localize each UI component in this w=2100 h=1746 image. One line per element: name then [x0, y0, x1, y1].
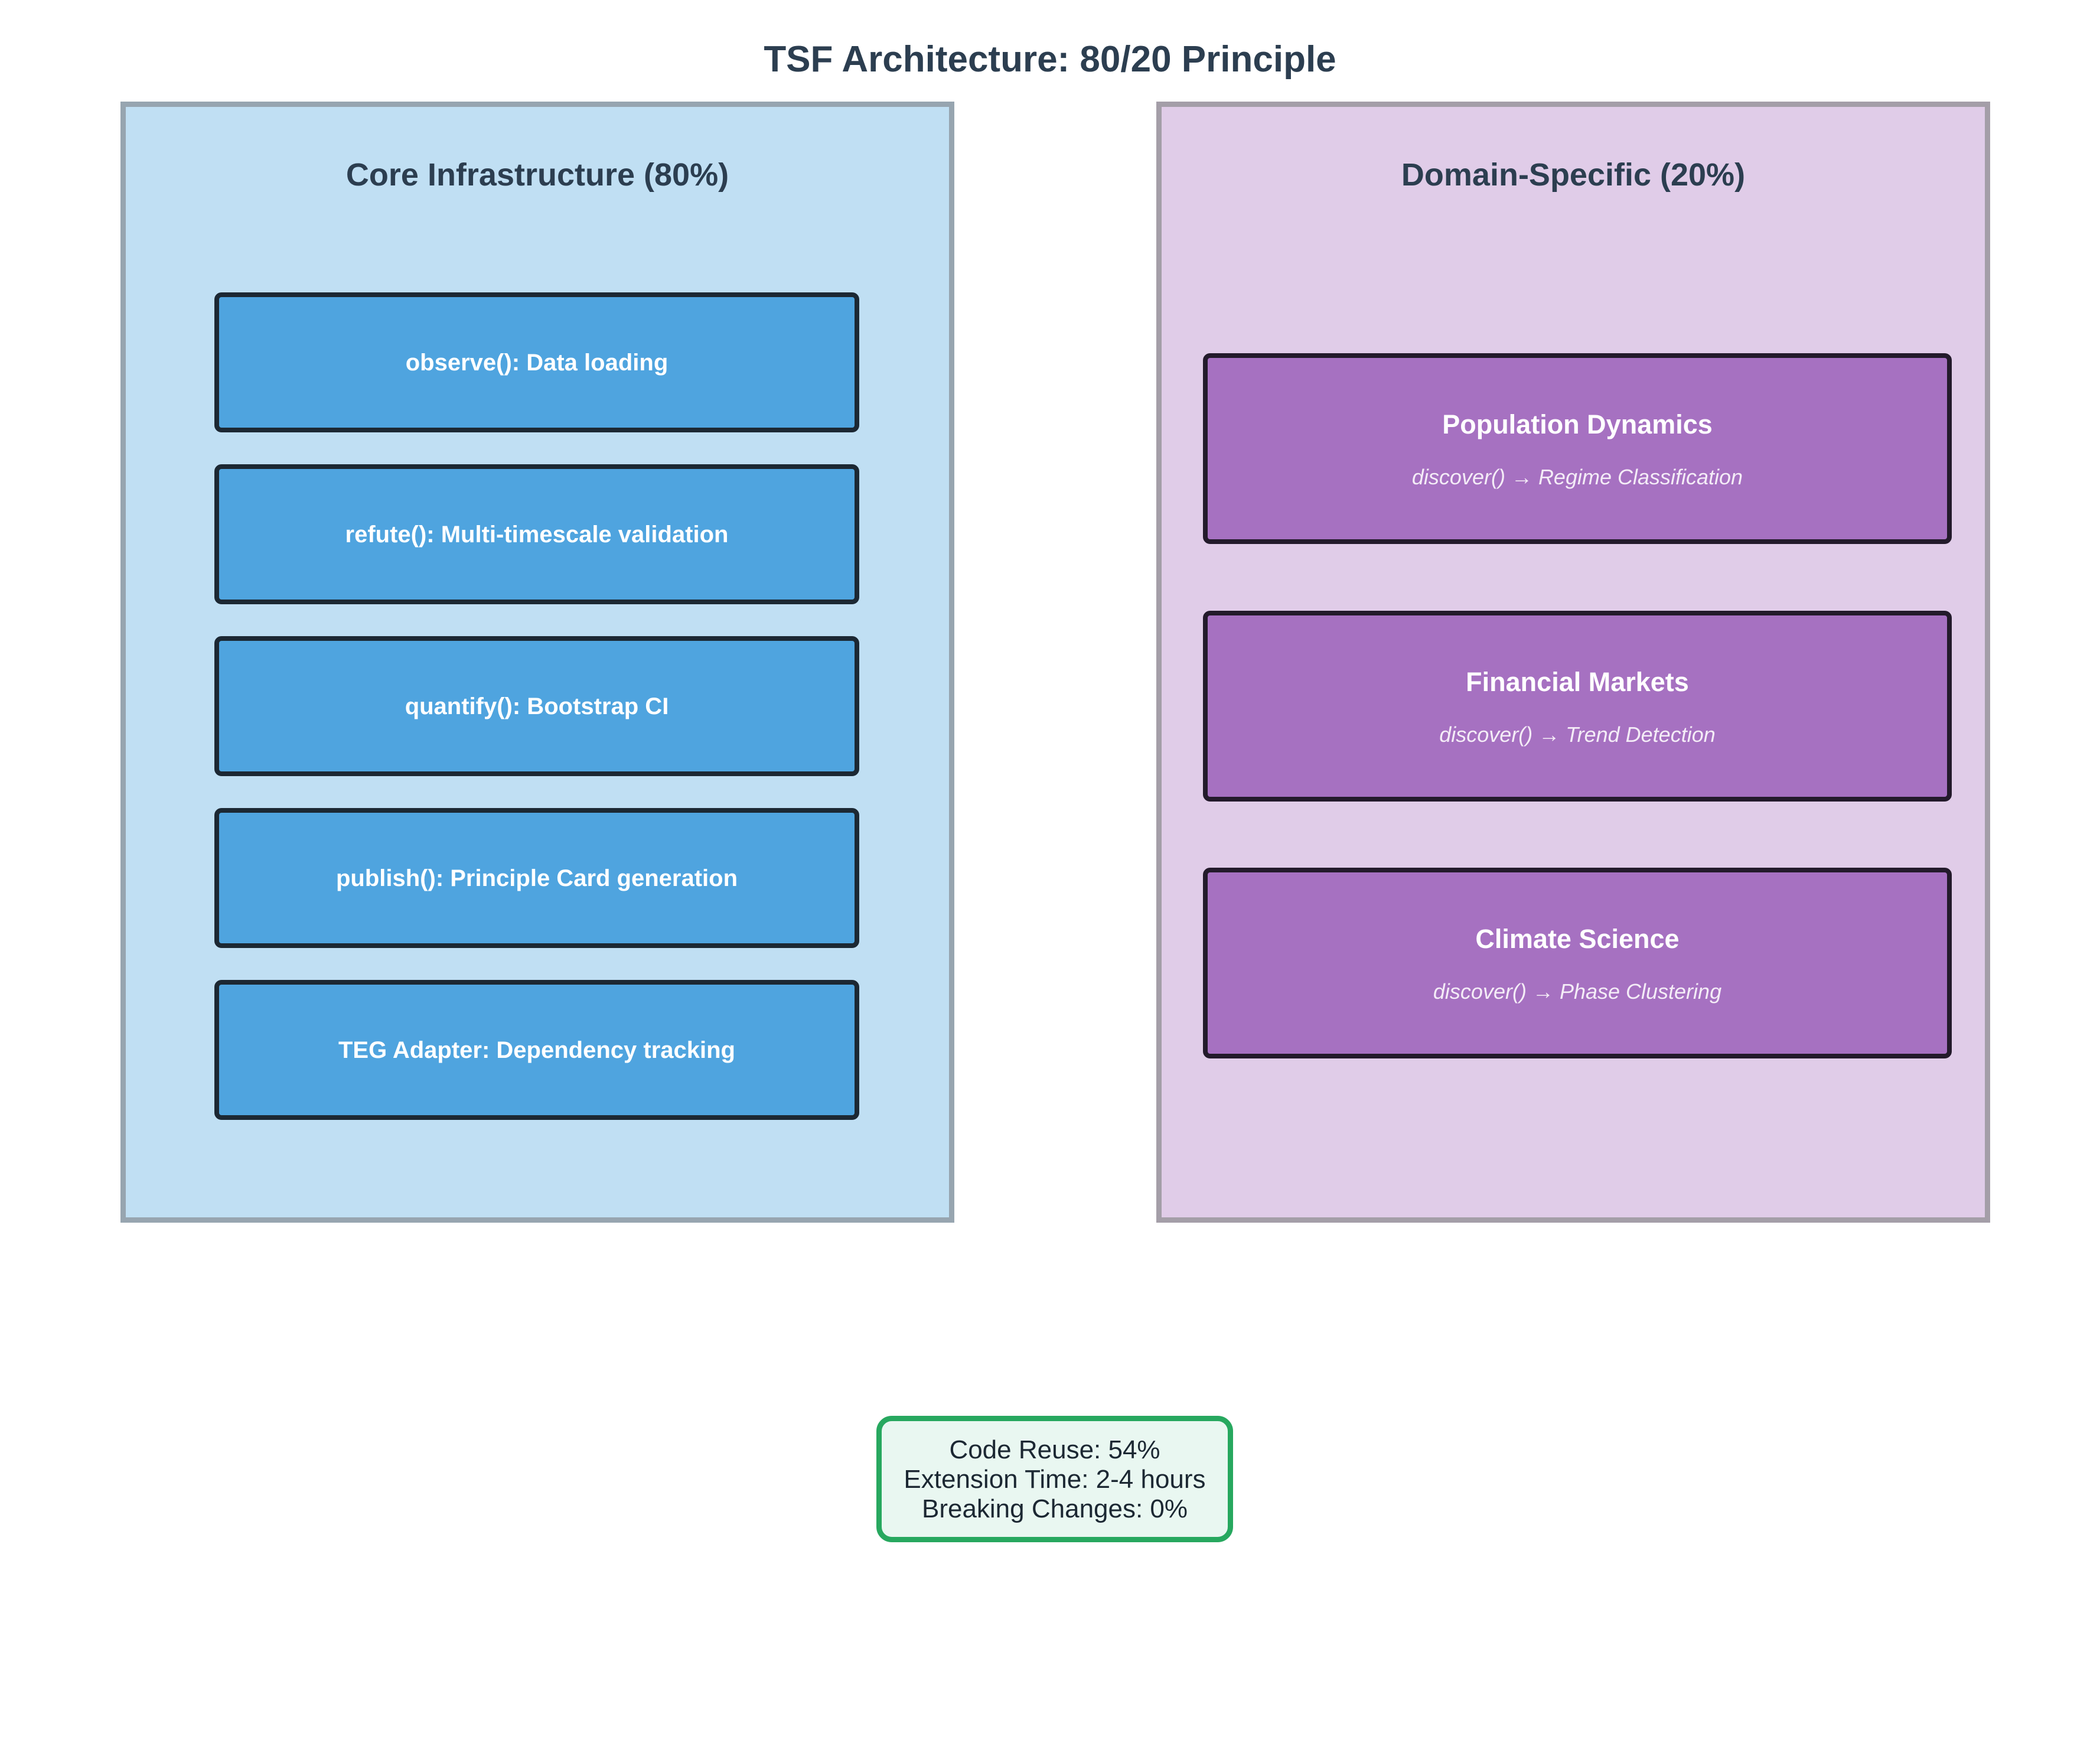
domain-box-climate-science: Climate Science discover() → Phase Clust… — [1203, 868, 1952, 1058]
domain-box-name: Climate Science — [1475, 924, 1680, 954]
core-box-label: publish(): Principle Card generation — [335, 865, 738, 891]
core-box-publish: publish(): Principle Card generation — [214, 808, 859, 948]
core-box-teg-adapter: TEG Adapter: Dependency tracking — [214, 980, 859, 1120]
domain-box-financial-markets: Financial Markets discover() → Trend Det… — [1203, 611, 1952, 802]
core-box-quantify: quantify(): Bootstrap CI — [214, 636, 859, 776]
core-box-refute: refute(): Multi-timescale validation — [214, 464, 859, 604]
domain-box-name: Population Dynamics — [1442, 409, 1713, 439]
core-box-label: quantify(): Bootstrap CI — [405, 693, 669, 719]
domain-box-name: Financial Markets — [1466, 667, 1689, 697]
metric-code-reuse: Code Reuse: 54% — [949, 1435, 1160, 1464]
metric-breaking-changes: Breaking Changes: 0% — [921, 1494, 1188, 1523]
domain-box-method: discover() → Phase Clustering — [1433, 979, 1722, 1004]
core-box-observe: observe(): Data loading — [214, 292, 859, 432]
core-box-label: refute(): Multi-timescale validation — [345, 521, 729, 548]
domain-box-population-dynamics: Population Dynamics discover() → Regime … — [1203, 353, 1952, 544]
domain-panel-title: Domain-Specific (20%) — [1401, 157, 1746, 193]
metric-extension-time: Extension Time: 2-4 hours — [904, 1465, 1206, 1494]
core-infrastructure-panel: Core Infrastructure (80%) observe(): Dat… — [120, 102, 954, 1223]
domain-box-method: discover() → Regime Classification — [1411, 465, 1743, 489]
core-box-label: TEG Adapter: Dependency tracking — [338, 1037, 735, 1063]
core-panel-title: Core Infrastructure (80%) — [345, 157, 729, 193]
domain-specific-panel: Domain-Specific (20%) Population Dynamic… — [1156, 102, 1990, 1223]
diagram-title: TSF Architecture: 80/20 Principle — [764, 39, 1336, 80]
domain-box-method: discover() → Trend Detection — [1439, 722, 1716, 747]
metrics-summary-box: Code Reuse: 54% Extension Time: 2-4 hour… — [876, 1416, 1233, 1542]
core-box-label: observe(): Data loading — [405, 349, 669, 376]
